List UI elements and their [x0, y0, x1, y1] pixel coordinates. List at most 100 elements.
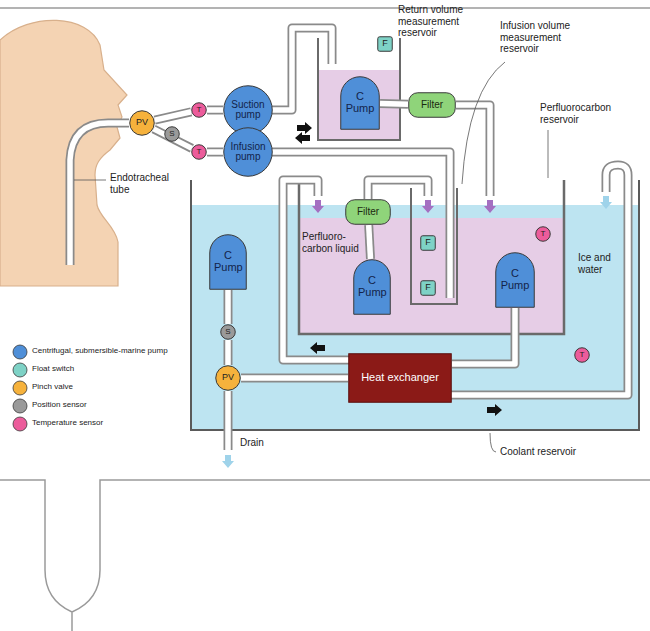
- pipe-core: [380, 101, 408, 107]
- pipe-outline: [452, 308, 515, 364]
- node-label: C Pump: [358, 275, 386, 298]
- pipe-core: [207, 107, 223, 113]
- pipe-connector: [228, 340, 229, 365]
- pipe-core: [155, 112, 192, 120]
- shape-outline: [496, 253, 535, 307]
- float-switch: F: [377, 36, 393, 52]
- node-label: Heat exchanger: [361, 372, 439, 384]
- callout-label: Perfluoro-carbon liquid: [302, 231, 366, 254]
- pipe-connector: [369, 225, 371, 259]
- frame-line: [0, 480, 650, 631]
- flow-arrow: [297, 122, 312, 134]
- node-text: C Pump: [358, 275, 386, 298]
- pipe-core: [456, 105, 490, 196]
- temperature-sensor: T: [574, 347, 590, 363]
- node-label: PV: [222, 373, 234, 382]
- callout-label: Ice and water: [578, 252, 616, 275]
- node-text: C Pump: [214, 250, 242, 273]
- shape-outline: [421, 281, 436, 296]
- node-text: F: [425, 238, 431, 247]
- pinch-valve: PV: [215, 365, 241, 391]
- legend-text: Float switch: [32, 364, 74, 373]
- centrifugal-pump: C Pump: [495, 252, 535, 308]
- node-label: C Pump: [500, 268, 530, 291]
- flow-arrow: [222, 455, 234, 468]
- pipe-connector: [241, 378, 348, 379]
- pipe-core: [272, 28, 332, 110]
- node-text: PV: [222, 373, 234, 382]
- centrifugal-pump: C Pump: [340, 76, 380, 130]
- node-text: S: [225, 328, 230, 336]
- filter: Filter: [408, 92, 456, 118]
- callout-label: Endotracheal tube: [110, 172, 186, 195]
- pipe: [283, 180, 349, 360]
- node-label: S: [169, 130, 174, 138]
- pipe-connector: [155, 112, 192, 120]
- shape-outline: [192, 145, 207, 160]
- shape-outline: [130, 111, 155, 136]
- node-text: T: [197, 106, 202, 114]
- pipe-core: [225, 391, 231, 450]
- temperature-sensor: T: [535, 226, 551, 242]
- node-text: Filter: [421, 100, 443, 111]
- node-text: Suction pump: [225, 100, 271, 121]
- leader-line: [462, 62, 505, 184]
- node-text: T: [541, 230, 546, 238]
- infusion-pump: Infusion pump: [223, 127, 273, 177]
- shape-outline: [536, 227, 551, 242]
- pipe-core: [452, 308, 515, 364]
- pipe-core: [451, 165, 628, 395]
- centrifugal-pump: C Pump: [353, 259, 391, 315]
- legend-swatch-box: [12, 398, 28, 414]
- pipe-core: [225, 340, 231, 365]
- legend-swatch-box: [12, 380, 28, 396]
- pipe-outline: [207, 148, 223, 157]
- shape-outline: [378, 37, 393, 52]
- pipe-core: [368, 180, 428, 199]
- legend-text: Centrifugal, submersible-marine pump: [32, 346, 168, 355]
- node-label: T: [580, 351, 585, 359]
- shape-outline: [216, 366, 241, 391]
- float-switch: F: [420, 280, 436, 296]
- shape-outline: [192, 103, 207, 118]
- node-label: F: [425, 238, 431, 247]
- node-label: T: [541, 230, 546, 238]
- node-text: F: [382, 39, 388, 48]
- perfluorocarbon-reservoir: [299, 180, 564, 334]
- pipe-outline: [224, 290, 233, 324]
- pipe-connector: [228, 290, 229, 324]
- pipe-core: [207, 149, 223, 155]
- legend-swatch: [13, 399, 27, 413]
- leader-line: [490, 433, 496, 452]
- node-text: PV: [136, 118, 148, 127]
- node-label: PV: [136, 118, 148, 127]
- pipe-outline: [369, 225, 371, 259]
- pipe: [368, 180, 428, 199]
- pipe-connector: [207, 110, 223, 111]
- filter: Filter: [345, 199, 391, 225]
- legend-swatch-box: [12, 344, 28, 360]
- node-text: F: [425, 283, 431, 292]
- shape-outline: [354, 260, 391, 315]
- frame-line: [0, 7, 650, 9]
- callout-label: Perfluorocarbon reservoir: [540, 102, 620, 125]
- temperature-sensor: T: [191, 102, 207, 118]
- callout-label: Return volume measurement reservoir: [398, 4, 478, 39]
- legend-text: Pinch valve: [32, 382, 73, 391]
- node-label: C Pump: [345, 91, 375, 114]
- pipe: [451, 165, 628, 395]
- flow-arrow: [600, 196, 612, 209]
- legend-swatch-box: [12, 416, 28, 432]
- person-silhouette: [0, 20, 127, 286]
- leader-line: [74, 180, 106, 181]
- node-text: C Pump: [500, 268, 530, 291]
- legend-text: Position sensor: [32, 400, 87, 409]
- pipe-core: [283, 180, 349, 360]
- node-label: S: [225, 328, 230, 336]
- pipe: [272, 28, 332, 110]
- shape-outline: [349, 354, 452, 403]
- pipe-outline: [224, 340, 233, 365]
- position-sensor: S: [164, 126, 180, 142]
